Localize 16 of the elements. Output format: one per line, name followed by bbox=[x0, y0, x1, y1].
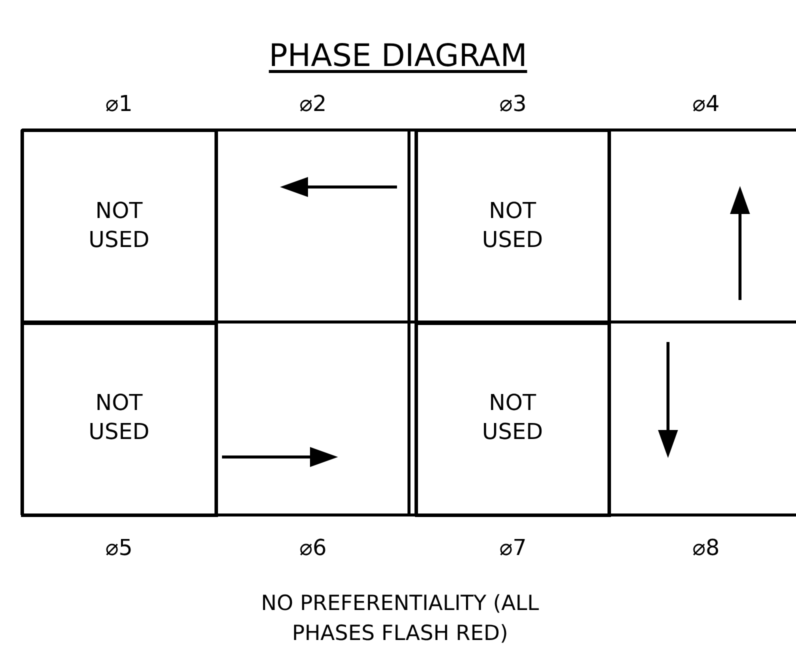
phase-label: ⌀2 bbox=[298, 92, 328, 117]
phase-label: ⌀5 bbox=[104, 536, 134, 561]
phase-label: ⌀6 bbox=[298, 536, 328, 561]
signal-cell bbox=[20, 128, 218, 324]
cell-text: NOT USED bbox=[481, 390, 544, 446]
cell-text: NOT USED bbox=[88, 390, 150, 446]
phase-label: ⌀1 bbox=[104, 92, 134, 117]
cell-text: NOT USED bbox=[481, 198, 544, 254]
signal-cell bbox=[414, 128, 610, 324]
cell-text: NOT USED bbox=[88, 198, 150, 254]
diagram-title: PHASE DIAGRAM bbox=[268, 38, 528, 74]
caption: NO PREFERENTIALITY (ALL PHASES FLASH RED) bbox=[260, 590, 540, 648]
phase-label: ⌀8 bbox=[691, 536, 721, 561]
phase-label: ⌀4 bbox=[691, 92, 721, 117]
phase-label: ⌀3 bbox=[498, 92, 528, 117]
phase-label: ⌀7 bbox=[498, 536, 528, 561]
